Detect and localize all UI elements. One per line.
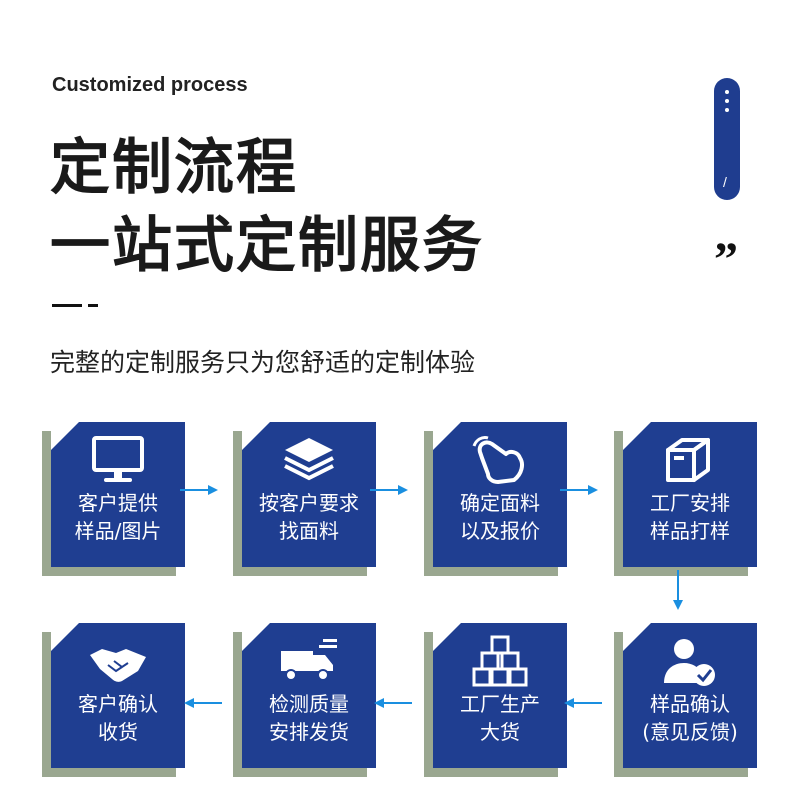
- user-check-icon: [664, 639, 715, 686]
- hand-pointer-icon: [472, 436, 524, 484]
- step-label: 客户提供: [78, 491, 158, 515]
- step-label: 确定面料: [460, 491, 540, 515]
- quote-mark-icon: ”: [714, 233, 738, 286]
- step-label: 样品确认: [650, 692, 730, 716]
- monitor-icon: [92, 436, 144, 482]
- page-subtitle: 一站式定制服务: [50, 211, 484, 281]
- arrow-right-icon: [560, 485, 598, 495]
- step-label: 以及报价: [460, 519, 540, 543]
- scroll-indicator-pill: /: [714, 78, 740, 200]
- handshake-icon: [90, 649, 146, 682]
- step-card: 检测质量 安排发货: [233, 623, 376, 777]
- step-card: 工厂生产 大货: [424, 623, 567, 777]
- step-label: 大货: [480, 720, 520, 744]
- arrow-left-icon: [374, 698, 412, 708]
- arrow-left-icon: [184, 698, 222, 708]
- arrow-left-icon: [564, 698, 602, 708]
- step-card: 样品确认 (意见反馈): [614, 623, 757, 777]
- pill-slash: /: [723, 174, 727, 190]
- step-label: 找面料: [279, 519, 339, 543]
- step-card: 客户确认 收货: [42, 623, 185, 777]
- arrow-down-icon: [673, 570, 683, 610]
- step-label: 样品/图片: [74, 519, 162, 543]
- step-label: 检测质量: [269, 692, 349, 716]
- truck-icon: [281, 639, 337, 681]
- step-label: 客户确认: [78, 692, 158, 716]
- arrow-right-icon: [370, 485, 408, 495]
- description-text: 完整的定制服务只为您舒适的定制体验: [50, 348, 476, 377]
- step-label: 收货: [98, 720, 138, 744]
- step-card: 按客户要求 找面料: [233, 422, 376, 576]
- box-icon: [666, 438, 710, 482]
- arrow-right-icon: [180, 485, 218, 495]
- step-label: (意见反馈): [642, 720, 738, 744]
- page-title: 定制流程: [50, 133, 298, 203]
- step-label: 按客户要求: [259, 491, 359, 515]
- layers-icon: [284, 438, 334, 481]
- step-card: 确定面料 以及报价: [424, 422, 567, 576]
- boxes-icon: [472, 635, 528, 687]
- step-label: 工厂安排: [650, 491, 730, 515]
- step-card: 工厂安排 样品打样: [614, 422, 757, 576]
- title-dash-decoration: [52, 304, 98, 307]
- step-label: 安排发货: [269, 720, 349, 744]
- step-label: 样品打样: [650, 519, 730, 543]
- step-card: 客户提供 样品/图片: [42, 422, 185, 576]
- subtitle-en: Customized process: [52, 74, 248, 96]
- step-label: 工厂生产: [460, 692, 540, 716]
